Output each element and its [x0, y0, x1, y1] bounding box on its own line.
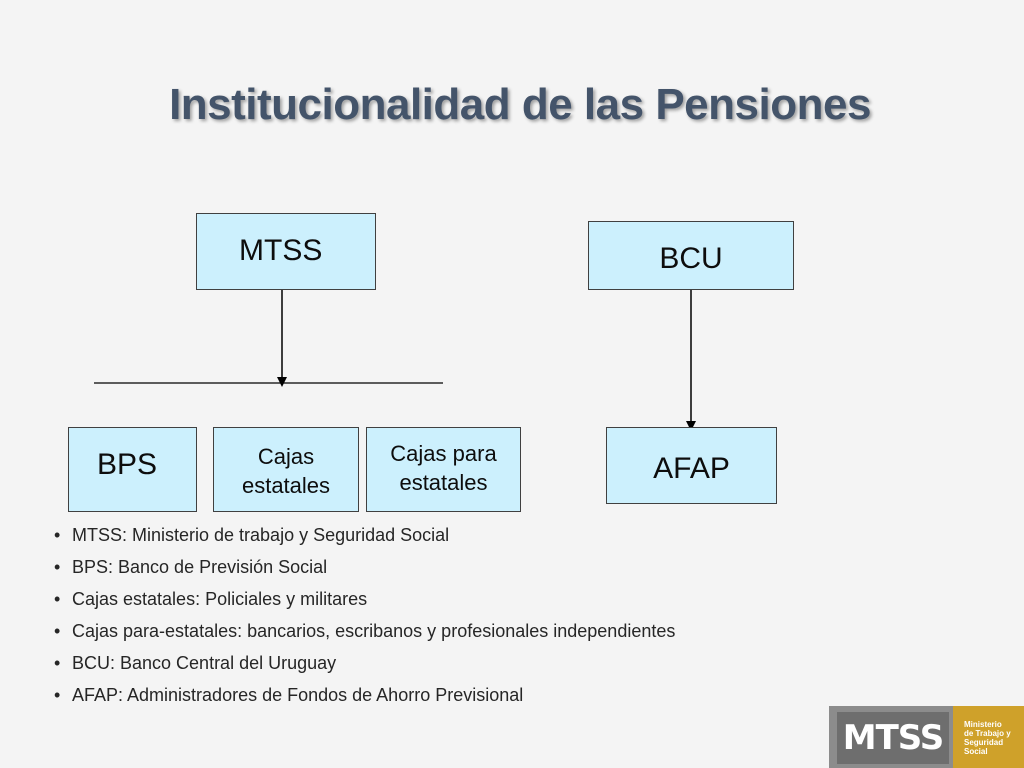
- node-cajas-para-label-line2: estatales: [399, 469, 488, 495]
- logo-tagline-line: Ministerio: [964, 720, 1002, 729]
- list-item: BPS: Banco de Previsión Social: [54, 555, 675, 587]
- list-item: Cajas estatales: Policiales y militares: [54, 587, 675, 619]
- node-bps: BPS: [68, 427, 197, 512]
- list-item: Cajas para-estatales: bancarios, escriba…: [54, 619, 675, 651]
- node-cajas-para-label-line1: Cajas para: [390, 441, 497, 466]
- node-cajas-label-line2: estatales: [241, 472, 331, 498]
- node-cajas-para-estatales: Cajas para estatales: [366, 427, 521, 512]
- node-bps-label: BPS: [97, 448, 158, 481]
- node-afap-label: AFAP: [653, 451, 730, 485]
- node-cajas-estatales: Cajas estatales: [213, 427, 359, 512]
- node-afap: AFAP: [606, 427, 777, 504]
- logo-tagline-line: Seguridad: [964, 738, 1004, 747]
- list-item: BCU: Banco Central del Uruguay: [54, 651, 675, 683]
- logo-tagline-line: Social: [964, 747, 988, 756]
- logo-right-panel: Ministerio de Trabajo y Seguridad Social: [953, 706, 1024, 768]
- list-item: AFAP: Administradores de Fondos de Ahorr…: [54, 683, 675, 715]
- mtss-logo: MTSS Ministerio de Trabajo y Seguridad S…: [829, 706, 1024, 768]
- node-cajas-label-line1: Cajas: [257, 443, 315, 469]
- logo-left-panel: MTSS: [829, 706, 953, 768]
- logo-text: MTSS: [837, 712, 949, 764]
- logo-tagline: Ministerio de Trabajo y Seguridad Social: [964, 720, 1022, 756]
- node-mtss-label: MTSS: [239, 234, 323, 267]
- logo-tagline-line: de Trabajo y: [964, 729, 1011, 738]
- node-bcu-label: BCU: [659, 241, 723, 275]
- list-item: MTSS: Ministerio de trabajo y Seguridad …: [54, 523, 675, 555]
- node-mtss: MTSS: [196, 213, 376, 290]
- node-bcu: BCU: [588, 221, 794, 290]
- definitions-list: MTSS: Ministerio de trabajo y Seguridad …: [54, 523, 675, 715]
- slide-title: Institucionalidad de las Pensiones: [169, 80, 871, 129]
